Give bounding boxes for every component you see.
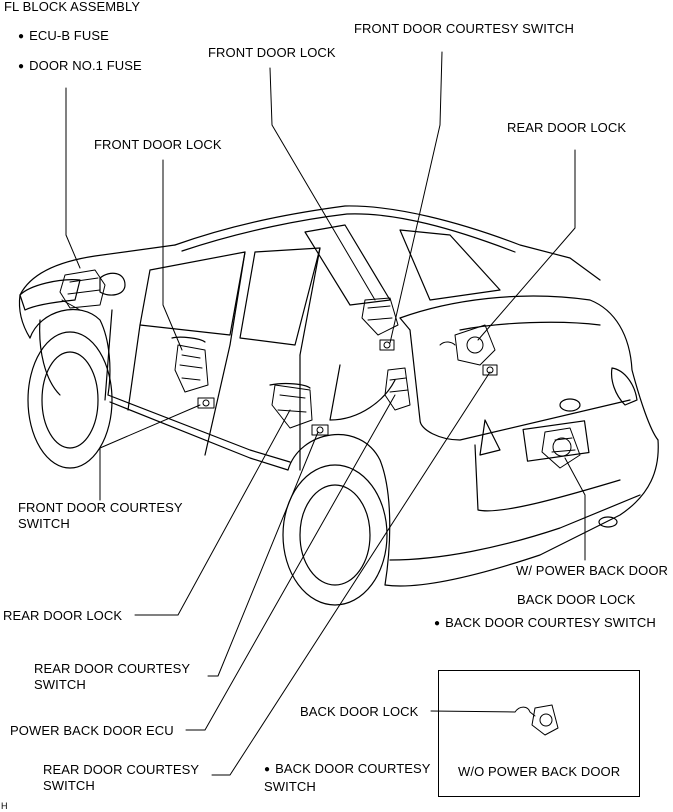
rear-door-courtesy-component (311, 424, 329, 436)
label-door-no1-fuse: DOOR NO.1 FUSE (18, 58, 142, 76)
label-front-door-courtesy-left: FRONT DOOR COURTESY SWITCH (18, 500, 183, 531)
leader-lines (65, 51, 586, 776)
label-rear-door-courtesy-2: REAR DOOR COURTESY SWITCH (43, 762, 200, 793)
rear-door-lock-component (271, 384, 313, 429)
label-rear-door-courtesy-1: REAR DOOR COURTESY SWITCH (34, 661, 191, 692)
back-door-lock-component (541, 427, 581, 469)
label-ecu-b-fuse: ECU-B FUSE (18, 28, 109, 46)
label-back-door-lock: BACK DOOR LOCK (517, 592, 636, 607)
label-corner-code: H (1, 801, 8, 811)
vehicle-body (18, 205, 659, 587)
label-rear-door-lock-right: REAR DOOR LOCK (507, 120, 627, 135)
label-w-power-back-door: W/ POWER BACK DOOR (516, 563, 669, 578)
front-door-lock-component-left (174, 344, 209, 393)
label-back-door-courtesy-switch: BACK DOOR COURTESY SWITCH (434, 615, 656, 633)
label-front-door-courtesy-top: FRONT DOOR COURTESY SWITCH (354, 21, 575, 36)
inset-back-door-lock-component (514, 704, 559, 736)
rear-wheel (282, 464, 388, 606)
label-rear-door-lock-left: REAR DOOR LOCK (3, 608, 123, 623)
label-front-door-lock-left: FRONT DOOR LOCK (94, 137, 222, 152)
label-front-door-lock-top: FRONT DOOR LOCK (208, 45, 336, 60)
fl-block-component (59, 269, 106, 311)
power-back-door-ecu-component (384, 367, 411, 411)
back-door-courtesy-component-right (482, 364, 498, 376)
label-inset-back-door-lock: BACK DOOR LOCK (300, 704, 419, 719)
label-back-door-courtesy-2: BACK DOOR COURTESY SWITCH (264, 761, 431, 795)
rear-door-lock-component-right (439, 324, 496, 366)
label-power-back-door-ecu: POWER BACK DOOR ECU (10, 723, 174, 738)
inset-box-wo-power-back-door (438, 670, 640, 797)
front-door-courtesy-component-left (197, 397, 215, 409)
front-wheel (27, 331, 113, 469)
front-door-lock-component-right (361, 297, 399, 336)
label-inset-title: W/O POWER BACK DOOR (458, 764, 621, 779)
front-door-courtesy-component-right (379, 339, 395, 351)
label-fl-block-assembly: FL BLOCK ASSEMBLY (4, 0, 141, 14)
